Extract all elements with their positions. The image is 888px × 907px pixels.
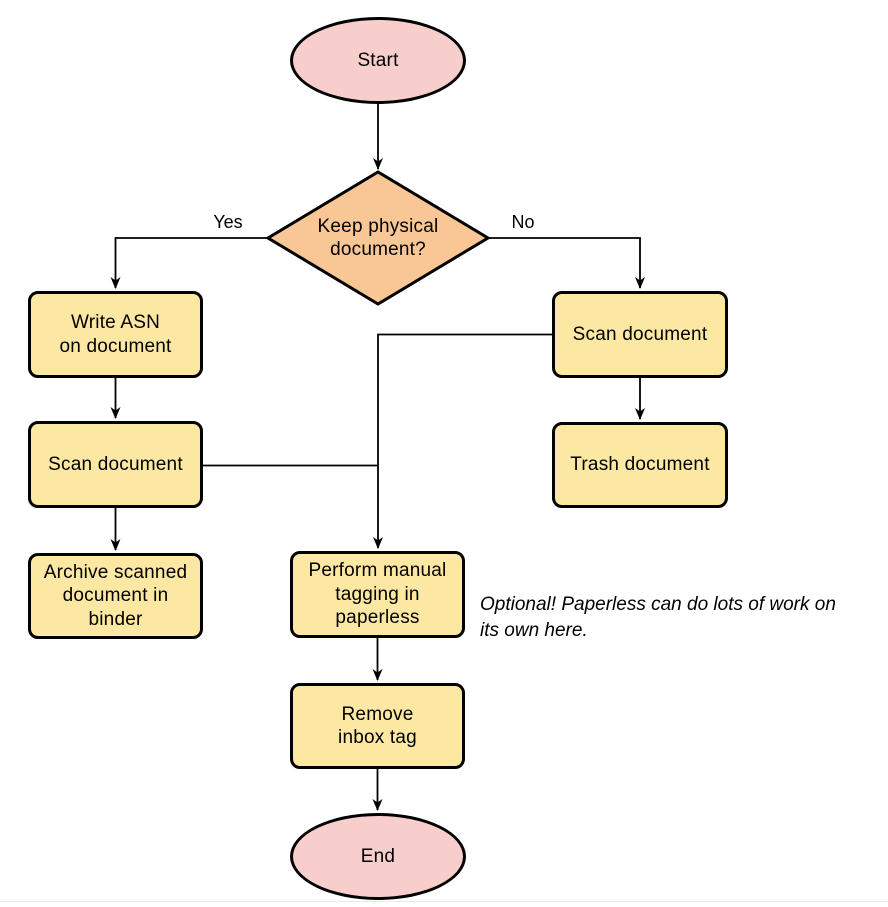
edge-decision-no-to-scan-right	[488, 237, 645, 289]
node-write-asn-on-document: Write ASN on document	[28, 291, 203, 378]
node-trash-document: Trash document	[552, 422, 728, 508]
annotation-note: Optional! Paperless can do lots of work …	[480, 594, 836, 641]
edge-decision-yes-to-write-asn	[110, 237, 268, 289]
node-scan-document-right: Scan document	[552, 291, 728, 378]
edge-scan-right-to-tagging	[373, 333, 552, 549]
node-start: Start	[290, 17, 466, 104]
node-perform-manual-tagging: Perform manual tagging in paperless	[290, 551, 465, 638]
edge-label-yes: Yes	[213, 211, 243, 232]
page-bottom-divider	[0, 901, 888, 902]
node-end: End	[290, 813, 466, 900]
edge-label-no: No	[511, 211, 535, 232]
decision-diamond-shape	[265, 170, 491, 306]
node-archive-scanned-document: Archive scanned document in binder	[28, 553, 203, 639]
node-scan-document-left: Scan document	[28, 421, 203, 508]
node-decision-label: Keep physical document?	[317, 215, 439, 260]
node-remove-inbox-tag: Remove inbox tag	[290, 683, 465, 769]
